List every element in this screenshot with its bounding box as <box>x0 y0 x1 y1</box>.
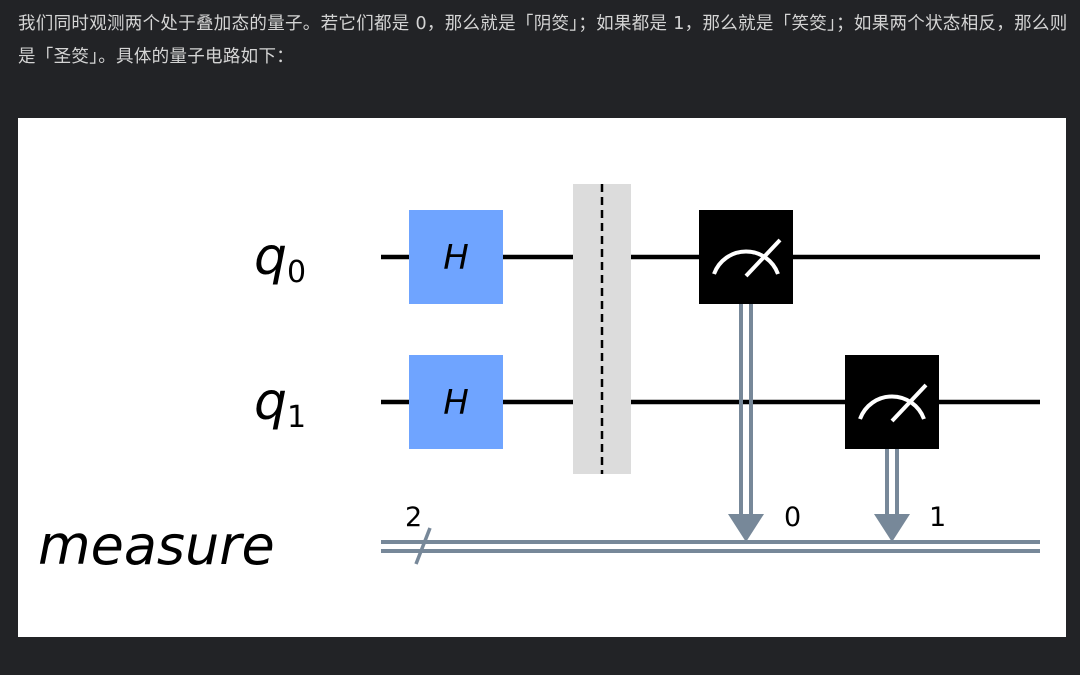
gate-label-h-q0: H <box>443 238 469 278</box>
measure-gate-q1 <box>845 355 939 449</box>
measure-line-q1 <box>874 449 910 542</box>
qubit-label-q0: q0 <box>254 227 306 290</box>
meter-icon <box>858 394 926 420</box>
qubit-label-q1: q1 <box>254 372 306 435</box>
clbit-label-0: 0 <box>784 502 801 533</box>
classical-wire <box>381 540 1040 553</box>
measure-gate-q0 <box>699 210 793 304</box>
gate-label-h-q1: H <box>443 383 469 423</box>
quantum-circuit-figure: q0 q1 measure 2 H <box>18 118 1066 637</box>
meter-icon <box>712 249 780 275</box>
measure-line-q0 <box>728 304 764 542</box>
register-width-slash <box>414 527 432 565</box>
intro-paragraph: 我们同时观测两个处于叠加态的量子。若它们都是 0，那么就是「阴筊」；如果都是 1… <box>18 14 1068 67</box>
clbit-label-1: 1 <box>929 502 946 533</box>
register-width-label: 2 <box>405 502 422 533</box>
barrier <box>573 184 631 474</box>
hadamard-gate-q1: H <box>409 355 503 449</box>
classical-register-label: measure <box>38 514 275 577</box>
hadamard-gate-q0: H <box>409 210 503 304</box>
quantum-circuit-diagram: q0 q1 measure 2 H <box>38 184 1040 577</box>
